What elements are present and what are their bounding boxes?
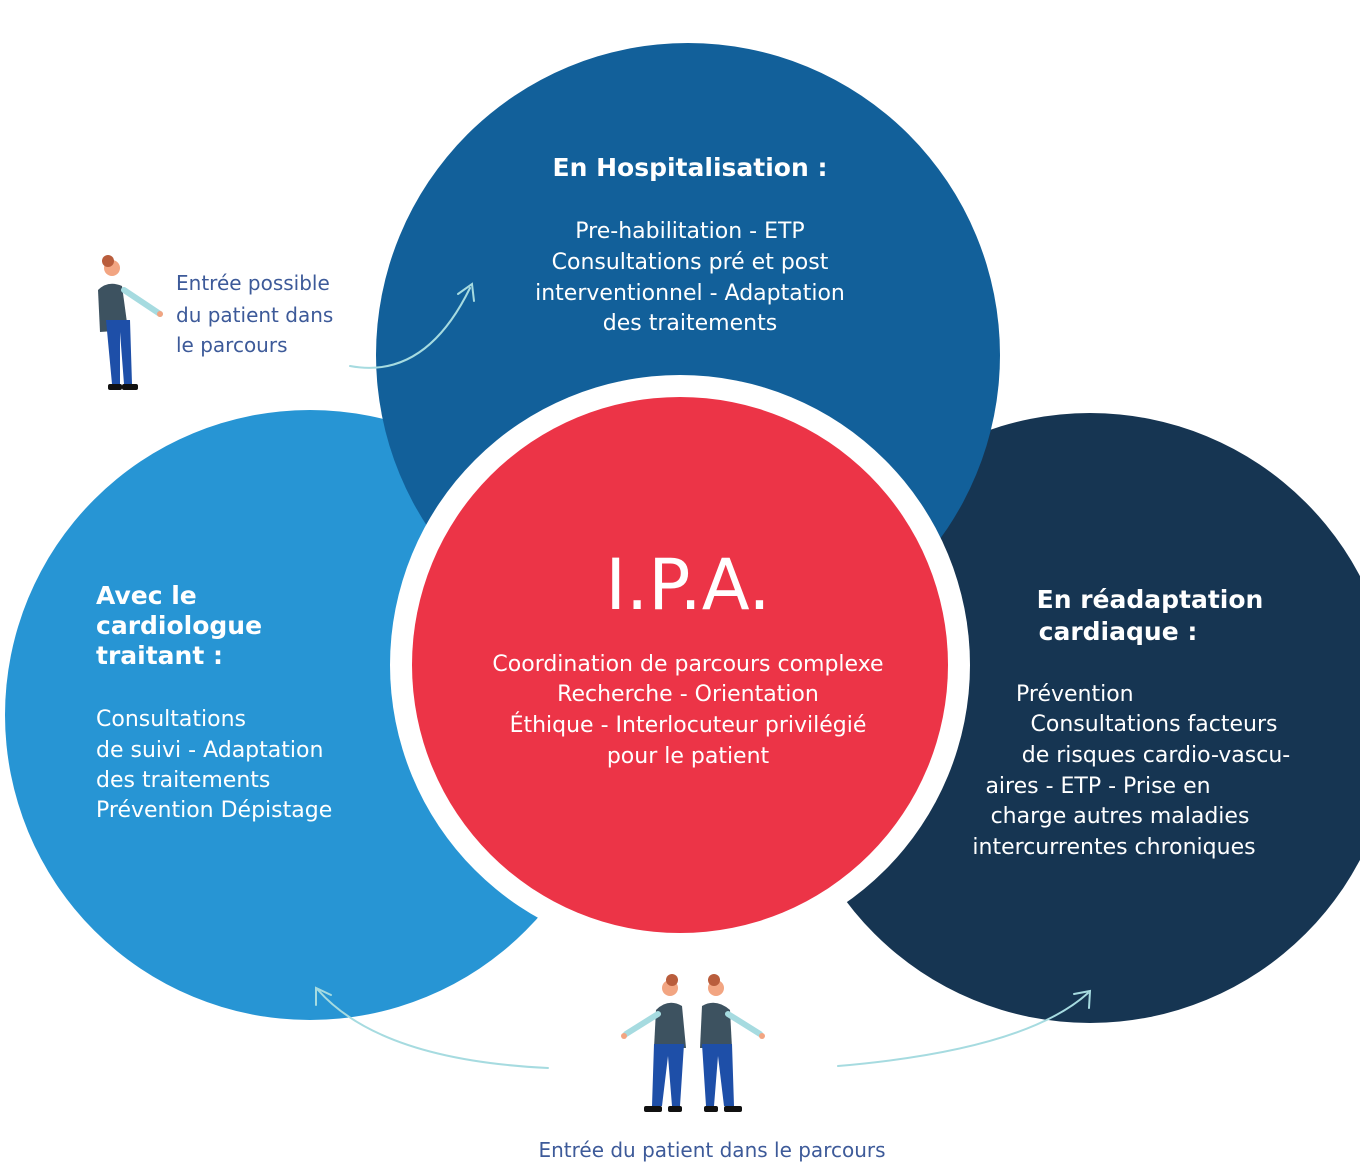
cardiologue-line: Consultations [96, 707, 246, 732]
circle-ipa [412, 397, 948, 933]
two-persons-pointing-icon [621, 974, 765, 1112]
hospitalisation-line: Pre-habilitation - ETP [575, 219, 804, 244]
cardiologue-title: Avec le [96, 581, 197, 610]
cardiologue-line: de suivi - Adaptation [96, 738, 323, 763]
ipa-line: Recherche - Orientation [557, 682, 819, 707]
readaptation-line: de risques cardio-vascu- [1022, 743, 1290, 768]
arrow-to-hospitalisation [349, 282, 475, 369]
hospitalisation-line: interventionnel - Adaptation [535, 281, 845, 306]
arrow-to-readaptation [837, 989, 1092, 1067]
entry-possible-note: le parcours [176, 333, 288, 357]
hospitalisation-line: des traitements [603, 311, 777, 336]
cardiologue-title: cardiologue [96, 611, 262, 640]
ipa-line: Éthique - Interlocuteur privilégié [510, 712, 867, 738]
entry-possible-note: du patient dans [176, 303, 333, 327]
cardiologue-line: des traitements [96, 768, 270, 793]
ipa-line: pour le patient [607, 744, 770, 769]
cardiologue-title: traitant : [96, 641, 223, 670]
entry-main-label: Entrée du patient dans le parcours [538, 1138, 885, 1162]
hospitalisation-title: En Hospitalisation : [553, 153, 828, 182]
arrow-to-cardiologue [315, 986, 549, 1069]
cardiologue-line: Prévention Dépistage [96, 798, 332, 823]
ipa-line: Coordination de parcours complexe [492, 652, 883, 677]
readaptation-title: cardiaque : [1039, 617, 1198, 646]
readaptation-line: Prévention [1016, 682, 1134, 707]
entry-possible-note: Entrée possible [176, 271, 330, 295]
readaptation-line: intercurrentes chroniques [972, 835, 1255, 860]
readaptation-line: Consultations facteurs [1031, 712, 1278, 737]
readaptation-title: En réadaptation [1037, 585, 1264, 614]
hospitalisation-line: Consultations pré et post [552, 250, 829, 275]
readaptation-line: aires - ETP - Prise en [985, 774, 1210, 799]
readaptation-line: charge autres maladies [991, 804, 1250, 829]
ipa-title: I.P.A. [605, 544, 770, 626]
person-pointing-icon [98, 255, 163, 390]
